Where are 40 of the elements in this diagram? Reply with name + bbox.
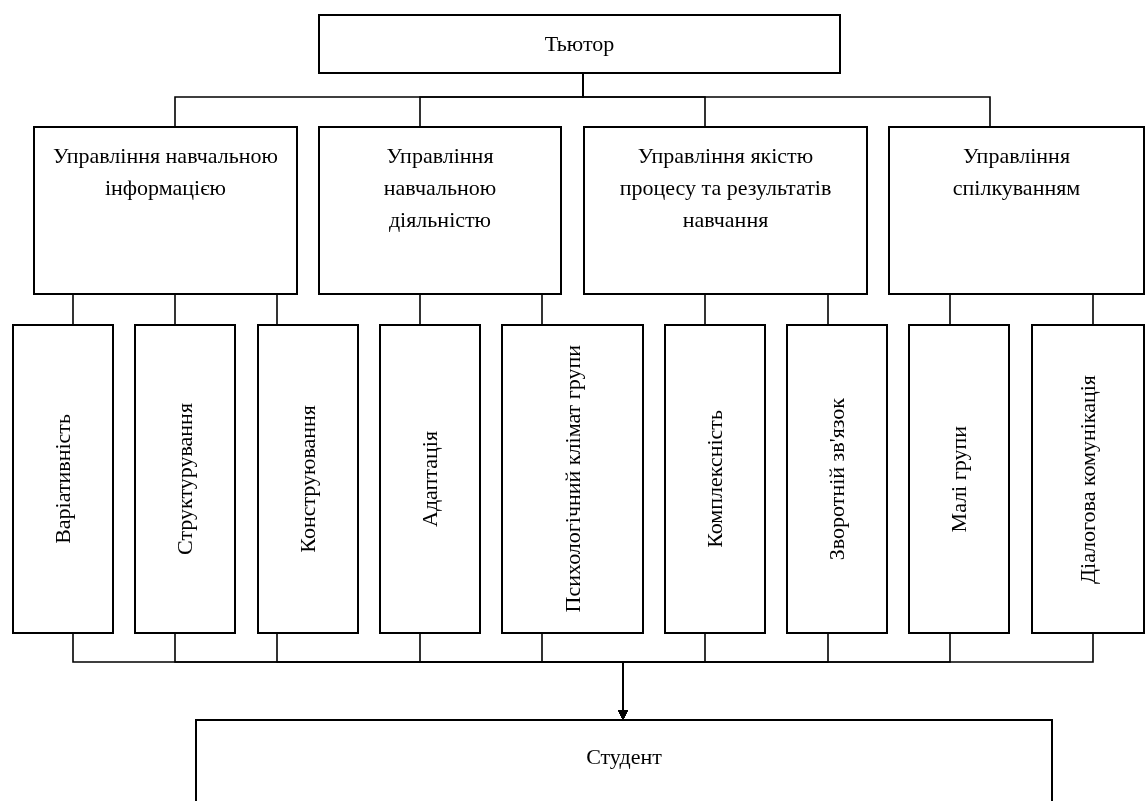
- process-box: [195, 719, 1053, 801]
- connector-line: [541, 294, 543, 325]
- node-label: Адаптація: [416, 431, 443, 527]
- process-box: [318, 14, 841, 74]
- connector-line: [1092, 294, 1094, 325]
- node-label: Управління навчальною інформацією: [52, 142, 279, 202]
- vertical-label-box: [134, 324, 236, 634]
- node-label: Малі групи: [945, 425, 972, 533]
- connector-line: [704, 294, 706, 325]
- node-label: Комплексність: [701, 410, 728, 548]
- process-box: [583, 126, 868, 295]
- process-box: [33, 126, 298, 295]
- connector-line: [276, 294, 278, 325]
- process-box: [318, 126, 562, 295]
- vertical-label-box: [664, 324, 766, 634]
- connector-line: [827, 294, 829, 325]
- vertical-label-box: [379, 324, 481, 634]
- vertical-label-box: [786, 324, 888, 634]
- vertical-label-box: [12, 324, 114, 634]
- vertical-label-box: [1031, 324, 1145, 634]
- node-label: Управління якістю процесу та результатів навчання: [618, 142, 833, 234]
- vertical-label-box: [501, 324, 644, 634]
- node-label: Тьютор: [544, 30, 615, 58]
- node-label: Зворотній зв'язок: [823, 397, 850, 561]
- vertical-label-box: [908, 324, 1010, 634]
- node-label: Конструювання: [294, 405, 321, 553]
- connector-line: [72, 294, 74, 325]
- connector-line: [174, 294, 176, 325]
- arrow: [618, 633, 1094, 720]
- node-label: Управління спілкуванням: [951, 142, 1082, 202]
- vertical-label-box: [257, 324, 359, 634]
- connector-line: [949, 294, 951, 325]
- node-label: Психологічний клімат групи: [558, 345, 586, 613]
- node-label: Варіативність: [49, 414, 76, 544]
- node-label: Управління навчальною діяльністю: [382, 142, 498, 234]
- connector-line: [419, 294, 421, 325]
- node-label: Діалогова комунікація: [1074, 374, 1101, 584]
- process-box: [888, 126, 1145, 295]
- node-label: Студент: [586, 743, 662, 771]
- node-label: Структурування: [171, 403, 198, 555]
